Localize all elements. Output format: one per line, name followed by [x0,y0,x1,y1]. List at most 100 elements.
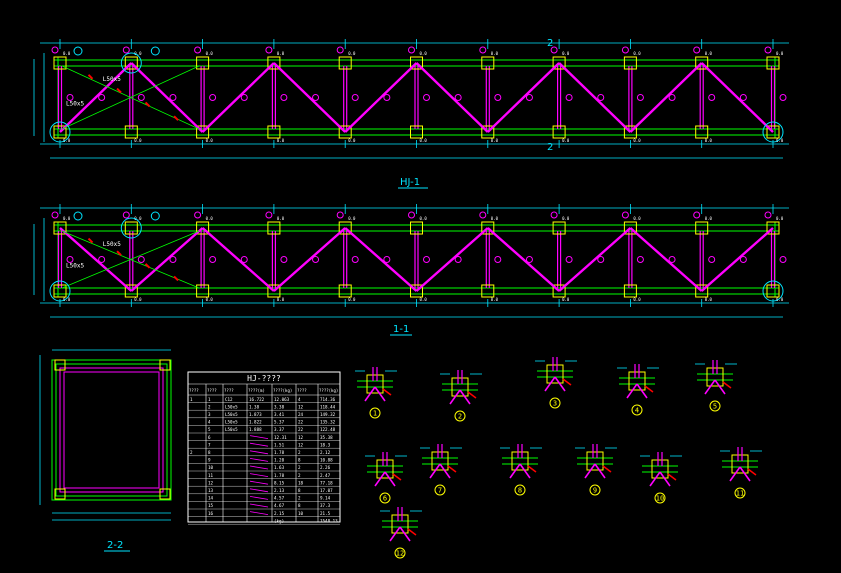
gusset-plate-top [196,221,210,235]
member-bubble-top [693,46,701,54]
table-hatch [249,450,269,455]
member-bubble [708,94,716,101]
plate-note-top: 0.0 [63,216,71,221]
table-cell: 3 [208,412,211,417]
detail-number: 8 [518,487,522,495]
section-corner-plate [159,488,171,500]
plate-note-top: 0.0 [705,51,713,56]
detail-number-circle [369,407,381,419]
table-hatch [249,503,269,508]
detail-weld-mark [467,391,477,399]
plate-note-top: 0.0 [134,51,142,56]
detail-plate [586,451,604,471]
member-bubble-top [194,46,202,54]
diagonal-member [201,62,275,133]
gusset-plate-top [124,56,138,70]
plate-note-bottom: 0.0 [63,138,71,143]
member-bubble [494,256,502,263]
table-cell: 8.15 [274,480,285,485]
detail-member [374,471,386,487]
table-cell: 9.14 [320,496,331,501]
plate-note-top: 0.0 [420,216,428,221]
plate-note-bottom: 0.0 [776,297,784,302]
table-cell: 3.41 [274,412,285,417]
table-cell: 12.31 [274,435,287,440]
material-table-border [187,371,341,523]
truss-1-1-elevation: 0.00.00.00.00.00.00.00.00.00.00.00.00.00… [33,204,789,318]
member-size-label: L50x5 [66,101,84,108]
detail-weld-mark [447,465,457,473]
member-bubble-diagonal [169,256,177,263]
gusset-plate-top [481,221,495,235]
member-bubble-diagonal [739,256,747,263]
detail-number-circle [454,410,466,422]
table-header-cell: ???? [297,388,307,393]
detail-number: 5 [713,403,717,411]
member-bubble-top [621,46,629,54]
member-bubble [66,94,74,101]
table-cell: 1.20 [274,458,285,463]
gusset-plate-top [623,56,637,70]
plate-note-top: 0.0 [776,216,784,221]
table-cell: 2 [190,450,193,455]
gusset-plate-top [338,56,352,70]
detail-number-circle [514,484,526,496]
truss-hj1-elevation: 0.00.00.00.00.00.00.00.00.00.00.00.00.00… [33,39,789,159]
plate-note-top: 0.0 [633,51,641,56]
detail-member [544,376,556,392]
table-cell: 5.37 [274,420,285,425]
table-cell: 118.44 [320,404,336,409]
detail-number-circle [734,487,746,499]
plate-note-top: 0.0 [562,216,570,221]
detail-number-circle [589,484,601,496]
table-cell: 18 [298,480,304,485]
plate-note-top: 0.0 [420,51,428,56]
detail-mark [116,250,122,256]
table-cell: 5 [208,427,211,432]
detail-weld-mark [562,378,572,386]
member-bubble-diagonal [668,94,676,101]
section-corner-plate [54,359,66,371]
member-bubble-top [408,46,415,54]
detail-member [714,379,726,395]
detail-number: 9 [593,487,597,495]
table-cell: 10 [298,511,304,516]
member-bubble-top [194,211,202,219]
member-bubble-diagonal [454,94,462,101]
member-bubble-diagonal [597,256,605,263]
table-cell: 1548.13 [320,518,338,523]
diagonal-member [629,227,703,292]
section-inner [55,363,168,497]
diagonal-member [486,62,560,133]
member-bubble-top [479,211,487,219]
gusset-plate-bottom [53,125,67,139]
table-cell: 13 [208,488,214,493]
detail-weld-mark [747,468,757,476]
plate-note-bottom: 0.0 [206,138,214,143]
member-bubble-top [336,46,344,54]
detail-weld-mark [382,388,392,396]
table-cell: 2.26 [320,465,331,470]
diagonal-member [344,227,418,292]
table-cell: 17.07 [320,488,333,493]
table-cell: C12 [225,397,233,402]
plate-note-bottom: 0.0 [562,297,570,302]
diagonal-member [558,227,632,292]
table-cell: L50x5 [225,420,238,425]
gusset-plate-bottom [481,284,495,298]
member-bubble-diagonal [668,256,676,263]
gusset-plate-bottom [338,284,352,298]
gusset-plate-bottom [196,284,210,298]
member-size-label: L50x5 [66,263,84,270]
member-bubble-diagonal [597,94,605,101]
section-2-2-title: 2-2 [107,540,123,551]
member-bubble-diagonal [525,256,533,263]
plate-note-top: 0.0 [562,51,570,56]
plate-note-top: 0.0 [348,51,356,56]
member-bubble [708,256,716,263]
detail-member [636,383,648,399]
table-cell: 7 [208,442,211,447]
plate-note-top: 0.0 [206,216,214,221]
gusset-plate-bottom [481,125,495,139]
gusset-plate-top [766,221,780,235]
